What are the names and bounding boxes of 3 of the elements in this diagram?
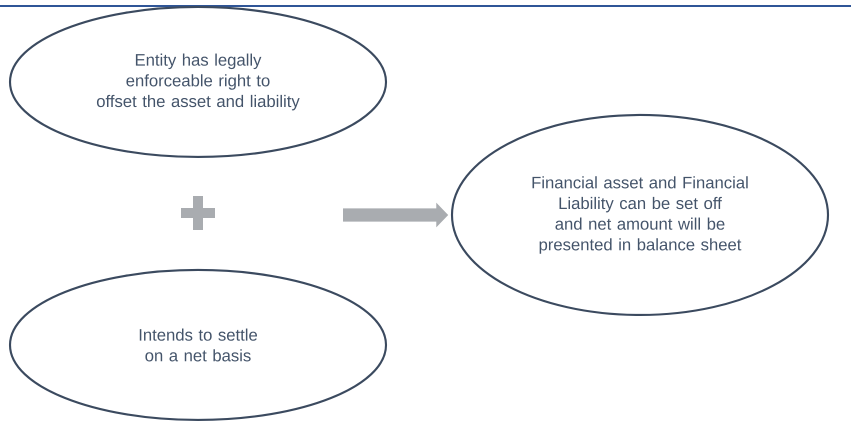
ellipse-node: Financial asset and Financial Liability can be set off and net amount will be presented in balance sheet bbox=[450, 114, 830, 316]
ellipse-node: Intends to settle on a net basis bbox=[8, 268, 388, 422]
ellipse-node: Entity has legally enforceable right to offset the asset and liability bbox=[8, 6, 388, 158]
